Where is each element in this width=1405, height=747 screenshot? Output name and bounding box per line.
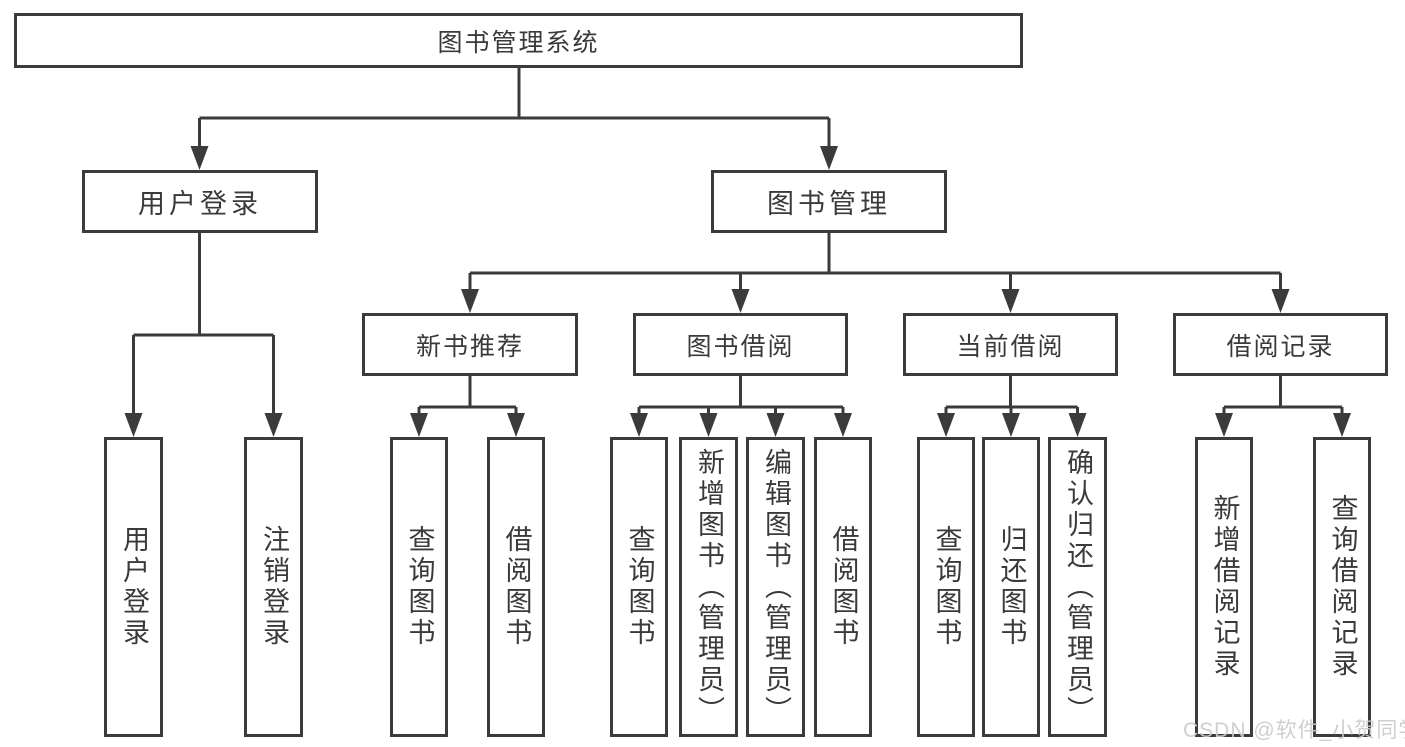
node-user-login: 用户登录 xyxy=(82,170,318,233)
leaf-label: 查询借阅记录 xyxy=(1327,494,1358,680)
leaf-query-books-current: 查询图书 xyxy=(917,437,975,737)
leaf-label: 编辑图书（管理员） xyxy=(761,447,791,727)
node-book-management: 图书管理 xyxy=(711,170,947,233)
leaf-confirm-return-admin: 确认归还（管理员） xyxy=(1048,437,1107,737)
leaf-label: 归还图书 xyxy=(996,525,1027,649)
leaf-query-books-borrow: 查询图书 xyxy=(610,437,668,737)
leaf-label: 借阅图书 xyxy=(828,525,859,649)
node-borrow-records: 借阅记录 xyxy=(1173,313,1388,376)
csdn-watermark: CSDN @软件_小贺同学 xyxy=(1183,719,1405,742)
leaf-label: 查询图书 xyxy=(931,525,962,649)
leaf-user-login: 用户登录 xyxy=(104,437,163,737)
leaf-label: 新增借阅记录 xyxy=(1209,494,1240,680)
node-new-book-recommend: 新书推荐 xyxy=(362,313,578,376)
leaf-label: 注销登录 xyxy=(259,525,289,649)
leaf-borrow-books-recommend: 借阅图书 xyxy=(487,437,545,737)
leaf-query-books-recommend: 查询图书 xyxy=(390,437,448,737)
leaf-logout: 注销登录 xyxy=(244,437,303,737)
leaf-borrow-books: 借阅图书 xyxy=(814,437,872,737)
node-book-borrow: 图书借阅 xyxy=(633,313,848,376)
leaf-query-borrow-record: 查询借阅记录 xyxy=(1313,437,1371,737)
leaf-label: 查询图书 xyxy=(624,525,655,649)
leaf-add-books-admin: 新增图书（管理员） xyxy=(679,437,738,737)
leaf-label: 确认归还（管理员） xyxy=(1063,447,1093,727)
leaf-add-borrow-record: 新增借阅记录 xyxy=(1195,437,1253,737)
leaf-label: 查询图书 xyxy=(404,525,435,649)
leaf-return-books: 归还图书 xyxy=(982,437,1040,737)
leaf-label: 借阅图书 xyxy=(501,525,532,649)
node-library-management-system: 图书管理系统 xyxy=(14,13,1023,68)
node-current-borrow: 当前借阅 xyxy=(903,313,1118,376)
leaf-label: 用户登录 xyxy=(119,525,149,649)
leaf-label: 新增图书（管理员） xyxy=(694,447,724,727)
leaf-edit-books-admin: 编辑图书（管理员） xyxy=(746,437,805,737)
